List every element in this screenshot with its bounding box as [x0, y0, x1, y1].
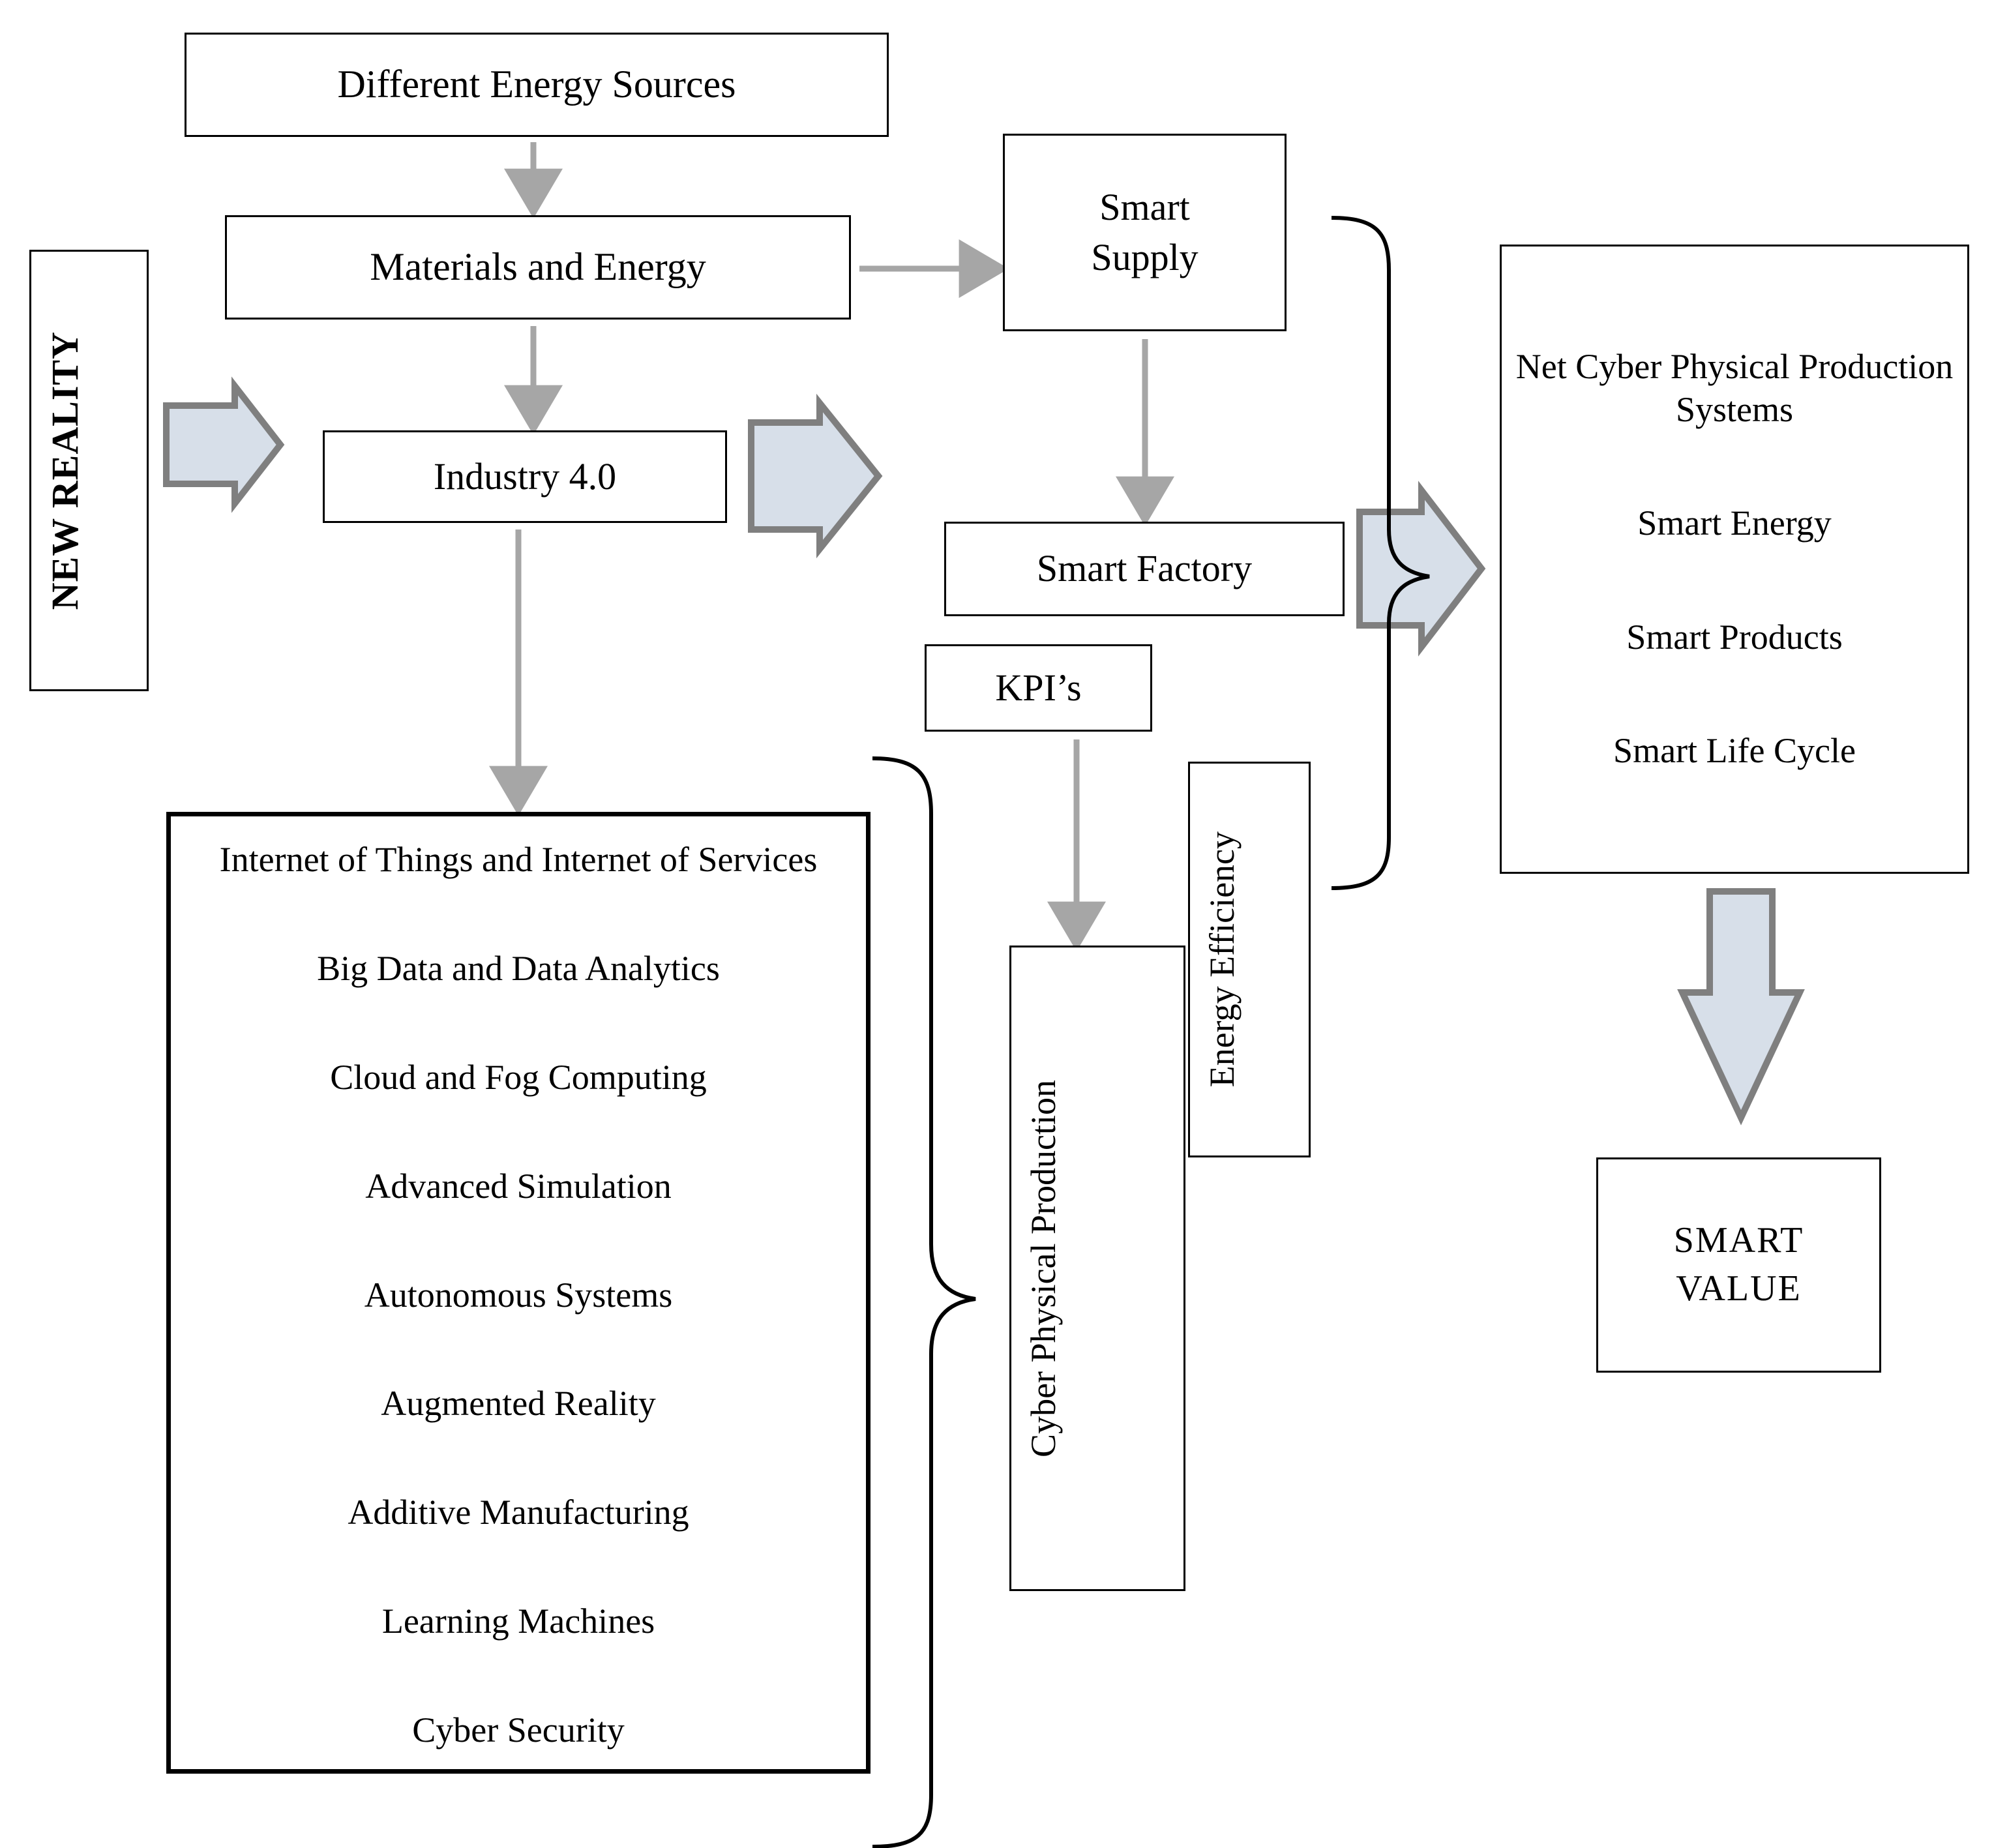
node-new-reality[interactable]: NEW REALITY [29, 250, 149, 691]
node-energy-efficiency[interactable]: Energy Efficiency [1188, 762, 1311, 1157]
node-smart-supply[interactable]: Smart Supply [1003, 134, 1287, 331]
enablers-list-box[interactable]: Internet of Things and Internet of Servi… [166, 812, 871, 1774]
node-materials-and-energy-label: Materials and Energy [370, 245, 706, 289]
node-smart-supply-line1: Smart [1099, 185, 1190, 228]
node-smart-value-label: SMART VALUE [1598, 1217, 1879, 1313]
list-item: Smart Life Cycle [1613, 730, 1856, 770]
node-industry-4-0[interactable]: Industry 4.0 [323, 430, 727, 523]
outcomes-list: Net Cyber Physical Production Systems Sm… [1502, 246, 1967, 872]
node-smart-factory-label: Smart Factory [1036, 547, 1253, 590]
node-kpis-label: KPI’s [995, 666, 1082, 709]
list-item: Cyber Security [412, 1710, 625, 1750]
node-different-energy-sources-label: Different Energy Sources [337, 63, 736, 106]
list-item: Learning Machines [381, 1602, 655, 1641]
right-curly-brace-outcomes-icon [1331, 216, 1430, 890]
list-item: Smart Products [1626, 617, 1843, 657]
block-right-arrow-into-industry-icon [163, 376, 285, 513]
list-item: Internet of Things and Internet of Servi… [219, 840, 818, 879]
node-smart-supply-line2: Supply [1091, 235, 1198, 278]
node-cyber-physical-production-label: Cyber Physical Production [1024, 1079, 1063, 1457]
list-item: Augmented Reality [381, 1384, 656, 1423]
node-smart-value[interactable]: SMART VALUE [1596, 1157, 1881, 1373]
list-item: Cloud and Fog Computing [330, 1057, 707, 1097]
list-item: Smart Energy [1637, 503, 1832, 543]
block-right-arrow-to-outcomes-icon [1356, 481, 1486, 657]
enablers-list: Internet of Things and Internet of Servi… [171, 816, 866, 1769]
list-item: Advanced Simulation [365, 1166, 672, 1206]
node-kpis[interactable]: KPI’s [925, 644, 1152, 732]
node-industry-4-0-label: Industry 4.0 [433, 455, 617, 498]
node-energy-efficiency-label: Energy Efficiency [1202, 831, 1242, 1088]
block-right-arrow-out-of-industry-icon [748, 393, 883, 559]
node-new-reality-label: NEW REALITY [44, 331, 86, 610]
node-different-energy-sources[interactable]: Different Energy Sources [185, 33, 889, 137]
node-smart-value-line2: VALUE [1676, 1268, 1802, 1309]
list-item: Big Data and Data Analytics [317, 948, 720, 988]
node-materials-and-energy[interactable]: Materials and Energy [225, 215, 851, 320]
node-cyber-physical-production[interactable]: Cyber Physical Production [1009, 946, 1185, 1591]
list-item: Net Cyber Physical Production Systems [1515, 347, 1954, 430]
node-smart-value-line1: SMART [1673, 1220, 1804, 1261]
node-smart-supply-label: Smart Supply [1005, 183, 1285, 282]
node-smart-factory[interactable]: Smart Factory [944, 522, 1345, 616]
right-curly-brace-enablers-icon [872, 756, 976, 1848]
outcomes-box[interactable]: Net Cyber Physical Production Systems Sm… [1500, 245, 1969, 874]
list-item: Additive Manufacturing [348, 1493, 689, 1532]
block-down-arrow-to-smart-value-icon [1677, 888, 1805, 1125]
list-item: Autonomous Systems [364, 1275, 673, 1315]
